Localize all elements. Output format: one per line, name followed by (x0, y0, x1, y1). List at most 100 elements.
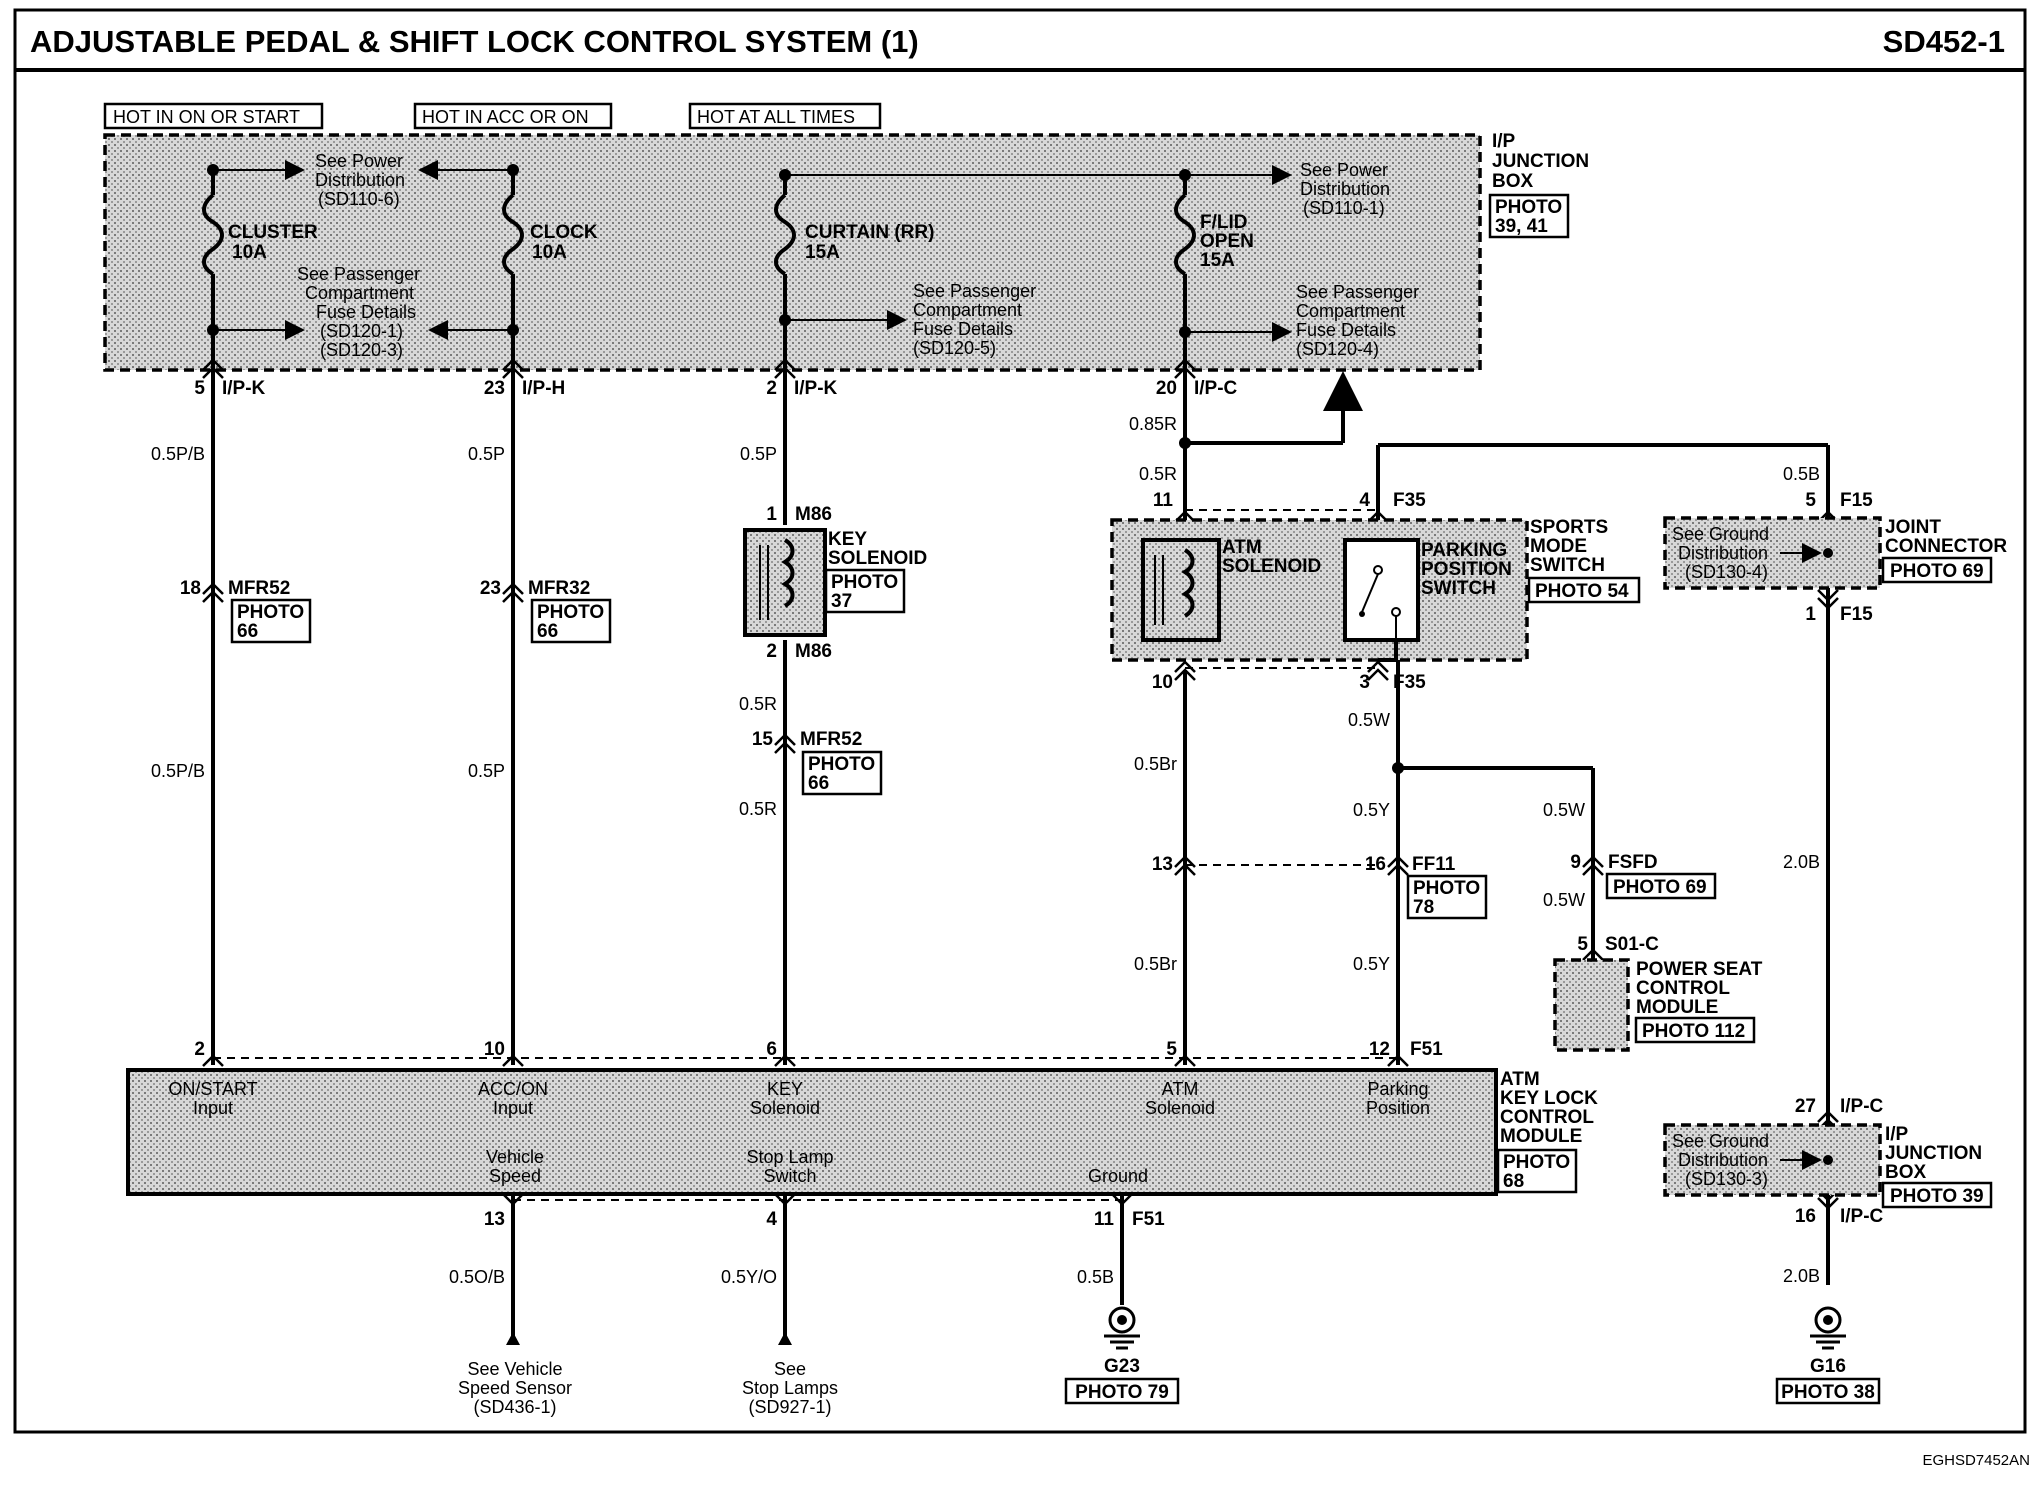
svg-text:0.5W: 0.5W (1543, 800, 1585, 820)
svg-text:MFR52: MFR52 (228, 578, 290, 599)
svg-text:Fuse Details: Fuse Details (1296, 320, 1396, 340)
svg-text:Stop Lamp: Stop Lamp (746, 1147, 833, 1167)
svg-text:11: 11 (1094, 1209, 1115, 1230)
mfr52b-photo-box: PHOTO 66 (801, 750, 883, 796)
svg-text:Switch: Switch (763, 1166, 816, 1186)
ref-stop-lamps: See Stop Lamps (SD927-1) (742, 1359, 838, 1417)
svg-text:Fuse Details: Fuse Details (316, 302, 416, 322)
fsfd-photo-box: PHOTO 69 (1605, 872, 1717, 900)
ip-junction-box-2-label: I/P JUNCTION BOX PHOTO 39 (1881, 1124, 1993, 1209)
svg-text:OPEN: OPEN (1200, 231, 1254, 252)
svg-text:I/P: I/P (1492, 131, 1516, 152)
svg-text:MFR52: MFR52 (800, 729, 862, 750)
svg-text:78: 78 (1413, 897, 1434, 918)
key-solenoid: KEY SOLENOID PHOTO 37 (743, 528, 927, 637)
svg-text:KEY LOCK: KEY LOCK (1500, 1088, 1598, 1109)
svg-text:2.0B: 2.0B (1783, 1266, 1820, 1286)
svg-text:CONTROL: CONTROL (1636, 978, 1730, 999)
svg-text:5: 5 (1577, 934, 1588, 955)
svg-text:Distribution: Distribution (1678, 543, 1768, 563)
svg-text:0.5B: 0.5B (1077, 1267, 1114, 1287)
sports-mode-switch (1110, 518, 1529, 662)
svg-text:Compartment: Compartment (1296, 301, 1405, 321)
svg-text:I/P-C: I/P-C (1840, 1096, 1884, 1117)
svg-text:15A: 15A (805, 242, 840, 263)
svg-text:(SD927-1): (SD927-1) (748, 1397, 831, 1417)
svg-text:SOLENOID: SOLENOID (1222, 556, 1321, 577)
svg-text:Speed Sensor: Speed Sensor (458, 1378, 572, 1398)
power-label-acc-on: HOT IN ACC OR ON (413, 102, 613, 130)
ip-junction-box (103, 133, 1482, 372)
svg-text:CLUSTER: CLUSTER (228, 222, 318, 243)
power-label-on-start: HOT IN ON OR START (103, 102, 324, 130)
ref-passenger-fuse-sd120-5: See Passenger Compartment Fuse Details (… (913, 281, 1036, 358)
svg-text:ATM: ATM (1500, 1069, 1540, 1090)
svg-text:0.5P/B: 0.5P/B (151, 444, 205, 464)
ground-g16: G16 PHOTO 38 (1775, 1306, 1881, 1405)
module-pin-labels: ON/START Input ACC/ON Input KEY Solenoid… (168, 1079, 1430, 1186)
svg-text:JUNCTION: JUNCTION (1885, 1143, 1982, 1164)
svg-text:MODULE: MODULE (1500, 1126, 1582, 1147)
svg-text:(SD436-1): (SD436-1) (473, 1397, 556, 1417)
parking-position-switch: PARKING POSITION SWITCH (1343, 538, 1512, 642)
svg-text:PHOTO 54: PHOTO 54 (1535, 581, 1629, 602)
svg-text:ACC/ON: ACC/ON (478, 1079, 548, 1099)
svg-text:1: 1 (1805, 604, 1816, 625)
svg-text:16: 16 (1365, 854, 1386, 875)
module-label: ATM KEY LOCK CONTROL MODULE PHOTO 68 (1496, 1069, 1598, 1194)
vss-terminal (506, 1332, 520, 1345)
svg-text:I/P-H: I/P-H (522, 378, 565, 399)
svg-text:9: 9 (1570, 852, 1581, 873)
svg-text:68: 68 (1503, 1171, 1524, 1192)
svg-text:0.5R: 0.5R (1139, 464, 1177, 484)
svg-text:(SD130-4): (SD130-4) (1685, 562, 1768, 582)
svg-text:10A: 10A (532, 242, 567, 263)
ref-vehicle-speed-sensor: See Vehicle Speed Sensor (SD436-1) (458, 1359, 572, 1417)
svg-text:Ground: Ground (1088, 1166, 1148, 1186)
ip-junction-box-2 (1663, 1123, 1882, 1197)
svg-text:CONNECTOR: CONNECTOR (1885, 536, 2007, 557)
svg-text:S01-C: S01-C (1605, 934, 1659, 955)
svg-text:(SD120-3): (SD120-3) (320, 340, 403, 360)
svg-text:F35: F35 (1393, 672, 1426, 693)
svg-text:I/P-K: I/P-K (794, 378, 838, 399)
svg-text:0.5Y/O: 0.5Y/O (721, 1267, 777, 1287)
svg-text:(SD130-3): (SD130-3) (1685, 1169, 1768, 1189)
svg-text:PHOTO: PHOTO (1503, 1152, 1570, 1173)
svg-text:ATM: ATM (1162, 1079, 1199, 1099)
svg-text:JOINT: JOINT (1885, 517, 1941, 538)
svg-text:PHOTO: PHOTO (1495, 197, 1562, 218)
svg-text:SPORTS: SPORTS (1530, 517, 1608, 538)
svg-text:G23: G23 (1104, 1356, 1140, 1377)
ref-power-distribution-sd110-1: See Power Distribution (SD110-1) (1300, 160, 1390, 218)
svg-text:JUNCTION: JUNCTION (1492, 151, 1589, 172)
joint-connector (1663, 516, 1882, 590)
svg-text:ATM: ATM (1222, 537, 1262, 558)
svg-text:0.5W: 0.5W (1543, 890, 1585, 910)
svg-text:FSFD: FSFD (1608, 852, 1658, 873)
svg-text:M86: M86 (795, 504, 832, 525)
svg-text:MODE: MODE (1530, 536, 1587, 557)
svg-text:15: 15 (752, 729, 774, 750)
svg-text:SOLENOID: SOLENOID (828, 548, 927, 569)
svg-text:ON/START: ON/START (168, 1079, 257, 1099)
ref-ground-distribution-sd130-4: See Ground Distribution (SD130-4) (1672, 524, 1769, 582)
svg-text:66: 66 (537, 621, 558, 642)
svg-text:Vehicle: Vehicle (486, 1147, 544, 1167)
svg-text:Compartment: Compartment (305, 283, 414, 303)
svg-text:0.5P: 0.5P (468, 444, 505, 464)
svg-text:PHOTO 112: PHOTO 112 (1642, 1021, 1745, 1042)
svg-text:HOT IN ACC OR ON: HOT IN ACC OR ON (422, 107, 589, 127)
svg-text:6: 6 (766, 1039, 777, 1060)
svg-text:0.5Y: 0.5Y (1353, 954, 1390, 974)
svg-text:See Passenger: See Passenger (913, 281, 1036, 301)
svg-text:SWITCH: SWITCH (1530, 555, 1605, 576)
svg-text:0.5Br: 0.5Br (1134, 954, 1177, 974)
svg-text:16: 16 (1795, 1206, 1816, 1227)
svg-text:Solenoid: Solenoid (1145, 1098, 1215, 1118)
svg-text:See Passenger: See Passenger (297, 264, 420, 284)
svg-text:0.5B: 0.5B (1783, 464, 1820, 484)
svg-text:(SD120-1): (SD120-1) (320, 321, 403, 341)
svg-text:PHOTO: PHOTO (237, 602, 304, 623)
